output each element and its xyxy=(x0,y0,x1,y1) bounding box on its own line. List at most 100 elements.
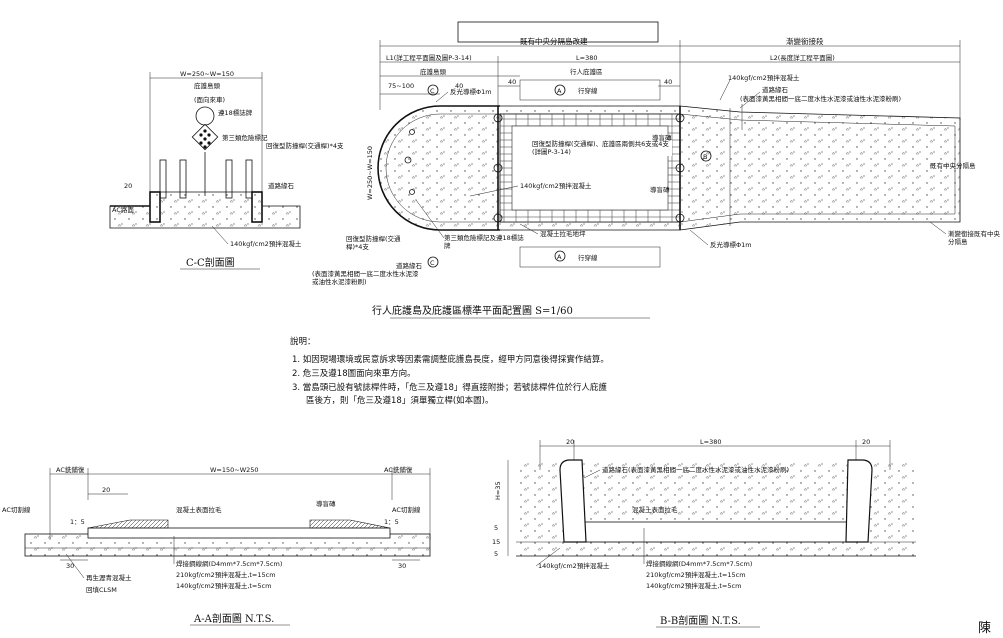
dim-existing-median: 既有中央分隔島改建 xyxy=(520,36,588,46)
aa-ac-cut-right: AC切割線 xyxy=(392,505,421,514)
aa-d30b: 30 xyxy=(398,562,406,570)
aa-slope-2: 1：5 xyxy=(384,518,399,526)
concrete-140-top-label: 140kgf/cm2預拌混凝土 xyxy=(728,73,800,82)
dim-l: L=380 xyxy=(576,54,597,62)
crosswalk-box-top xyxy=(519,79,661,101)
svg-text:C: C xyxy=(430,259,435,267)
notes: 說明： 1. 如因現場環境或民意訴求等因素需調整庇護島長度，經甲方同意後得採實作… xyxy=(290,336,609,406)
notes-item-3: 3. 當島頭已設有號誌桿件時，「危三及遵18」得直接附掛；若號誌桿件位於行人庇護 xyxy=(292,382,607,393)
dim-40c: 40 xyxy=(664,78,672,86)
concrete-rough-label: 混凝土拉毛地坪 xyxy=(540,229,586,238)
aa-title: A-A剖面圖 N.T.S. xyxy=(193,612,274,625)
bb-curb-left xyxy=(559,459,587,543)
svg-text:A: A xyxy=(557,253,562,261)
signature: 陳 xyxy=(978,621,991,636)
plan-view: A A B C C 既有中央分隔島改建 漸變銜接段 L1(詳工程平面圖及圖P-3… xyxy=(312,21,1000,319)
bb-section: 20 L=380 20 道路緣石(表面漆黃黑相間一底二度水性水泥漆或油性水泥漆粉… xyxy=(492,438,916,628)
bb-d20b: 20 xyxy=(862,438,870,446)
dim-l1: L1(詳工程平面圖及圖P-3-14) xyxy=(386,53,472,62)
bb-slab xyxy=(579,521,853,543)
bb-title: B-B剖面圖 N.T.S. xyxy=(660,614,741,627)
bb-d5: 5 xyxy=(494,524,498,532)
bb-d5b: 5 xyxy=(494,550,498,558)
section-marker-c-top: C xyxy=(427,84,439,96)
aa-ac-right: AC銑鋪復 xyxy=(384,465,413,474)
section-marker-b: B xyxy=(700,150,712,162)
curb-right-note: (表面漆黃黑相間一底二度水性水泥漆或油性水泥漆粉刷) xyxy=(740,95,902,103)
dim-w: W=250~W=150 xyxy=(366,146,374,200)
cc-w: W=250~W=150 xyxy=(180,70,234,78)
guide-brick-label-a: 導盲磚 xyxy=(652,133,672,142)
curb-right-label: 道路緣石 xyxy=(762,85,789,94)
concrete-140-mid-label: 140kgf/cm2預拌混凝土 xyxy=(520,181,592,190)
dim-gradual-section: 漸變銜接段 xyxy=(786,36,824,46)
cc-direction: (面向來車) xyxy=(194,95,225,104)
bb-curb-label: 道路緣石(表面漆黃黑相間一底二度水性水泥漆或油性水泥漆粉刷) xyxy=(602,465,789,474)
bb-c140: 140kgf/cm2預拌混凝土,t=5cm xyxy=(646,581,741,590)
bb-curb-right xyxy=(845,459,873,543)
cc-diamond-sign xyxy=(191,123,219,151)
guide-brick-label-b: 導盲磚 xyxy=(650,185,670,194)
svg-text:C: C xyxy=(430,87,435,95)
aa-clsm: 回填CLSM xyxy=(86,585,117,594)
cc-danger-mark: 第三類危險標記 xyxy=(222,133,268,142)
notes-item-2: 2. 危三及遵18圖面向來車方向。 xyxy=(292,368,416,379)
cc-island-head: 庇護島頭 xyxy=(194,81,221,90)
section-marker-a-top: A xyxy=(554,84,566,96)
bb-h: H=35 xyxy=(494,481,502,500)
curb-left-label: 道路緣石 xyxy=(396,261,423,270)
dim-refuge-area: 行人庇護區 xyxy=(570,67,603,76)
aa-mesh: 焊接鋼線網(D4mm*7.5cm*7.5cm) xyxy=(176,559,282,568)
aa-slab xyxy=(87,527,391,539)
cc-bollard: 回復型防撞桿(交通桿)*4支 xyxy=(266,141,344,150)
curb-left-note: (表面漆黃黑相間一底二度水性水泥漆或油性水泥漆粉刷) xyxy=(312,270,419,286)
cc-h20: 20 xyxy=(124,182,132,190)
aa-ac-left: AC銑鋪復 xyxy=(56,465,85,474)
aa-guide: 導盲磚 xyxy=(316,499,336,508)
reflector-top-label: 反光導標Φ1m xyxy=(450,87,492,96)
crosswalk-bottom-label: 行穿線 xyxy=(578,253,598,262)
aa-c210: 210kgf/cm2預拌混凝土,t=15cm xyxy=(176,570,276,579)
crosswalk-top-label: 行穿線 xyxy=(578,86,598,95)
notes-heading: 說明： xyxy=(290,336,316,347)
aa-d20: 20 xyxy=(102,486,110,494)
crosswalk-box-bottom xyxy=(519,246,661,268)
notes-item-4: 區後方，則「危三及遵18」須單獨立桿(如本圖)。 xyxy=(306,395,493,406)
plan-title: 行人庇護島及庇護區標準平面配置圖 S=1/60 xyxy=(372,304,573,317)
bb-l: L=380 xyxy=(700,438,721,446)
sign-note-label: 第三類危險標記及遵18標誌牌 xyxy=(444,234,524,250)
aa-rough: 混凝土表面拉毛 xyxy=(176,505,222,514)
cc-ac: AC路面 xyxy=(112,205,134,214)
gradual-connect-label: 漸變銜接既有中央分隔島 xyxy=(948,230,1000,246)
svg-text:A: A xyxy=(557,87,562,95)
bb-rough: 混凝土表面拉毛 xyxy=(632,505,678,514)
aa-c140: 140kgf/cm2預拌混凝土,t=5cm xyxy=(176,581,271,590)
dim-40b: 40 xyxy=(508,78,516,86)
cc-section: W=250~W=150 庇護島頭 (面向來車) 遵18標誌牌 第三類危險標記 回… xyxy=(109,70,344,270)
dim-l2: L2(長度詳工程平面圖) xyxy=(770,53,835,62)
aa-section: AC銑鋪復 AC銑鋪復 W=150~W250 20 混凝土表面拉毛 導盲磚 AC… xyxy=(2,465,431,626)
svg-text:B: B xyxy=(703,153,707,161)
reflector-bottom-label: 反光導標Φ1m xyxy=(710,240,752,249)
aa-d30a: 30 xyxy=(66,562,74,570)
bb-c210: 210kgf/cm2預拌混凝土,t=15cm xyxy=(646,570,746,579)
bb-d20a: 20 xyxy=(566,438,574,446)
cc-round-sign xyxy=(195,106,215,126)
bollard-note: 回復型防撞桿(交通桿)、庇護區兩側共6支或4支(詳圖P-3-14) xyxy=(532,140,672,156)
cc-curb: 道路緣石 xyxy=(268,181,295,190)
cc-title: C-C剖面圖 xyxy=(186,256,235,269)
existing-median-label: 既有中央分隔島 xyxy=(930,161,976,170)
notes-item-1: 1. 如因現場環境或民意訴求等因素需調整庇護島長度，經甲方同意後得採實作結算。 xyxy=(292,354,609,365)
dim-75-100: 75~100 xyxy=(388,82,414,90)
aa-w: W=150~W250 xyxy=(210,466,259,474)
dim-refuge-island: 庇護島頭 xyxy=(420,67,447,76)
bb-mesh: 焊接鋼線網(D4mm*7.5cm*7.5cm) xyxy=(646,559,752,568)
bollards xyxy=(404,113,685,223)
top-box xyxy=(457,21,659,43)
bb-d15: 15 xyxy=(492,538,500,546)
cc-concrete: 140kgf/cm2預拌混凝土 xyxy=(230,239,302,248)
bollard-left-label: 回復型防撞桿(交通桿)*4支 xyxy=(346,235,401,251)
section-marker-c-bottom: C xyxy=(427,256,439,268)
aa-ac-cut-left: AC切割線 xyxy=(2,505,31,514)
